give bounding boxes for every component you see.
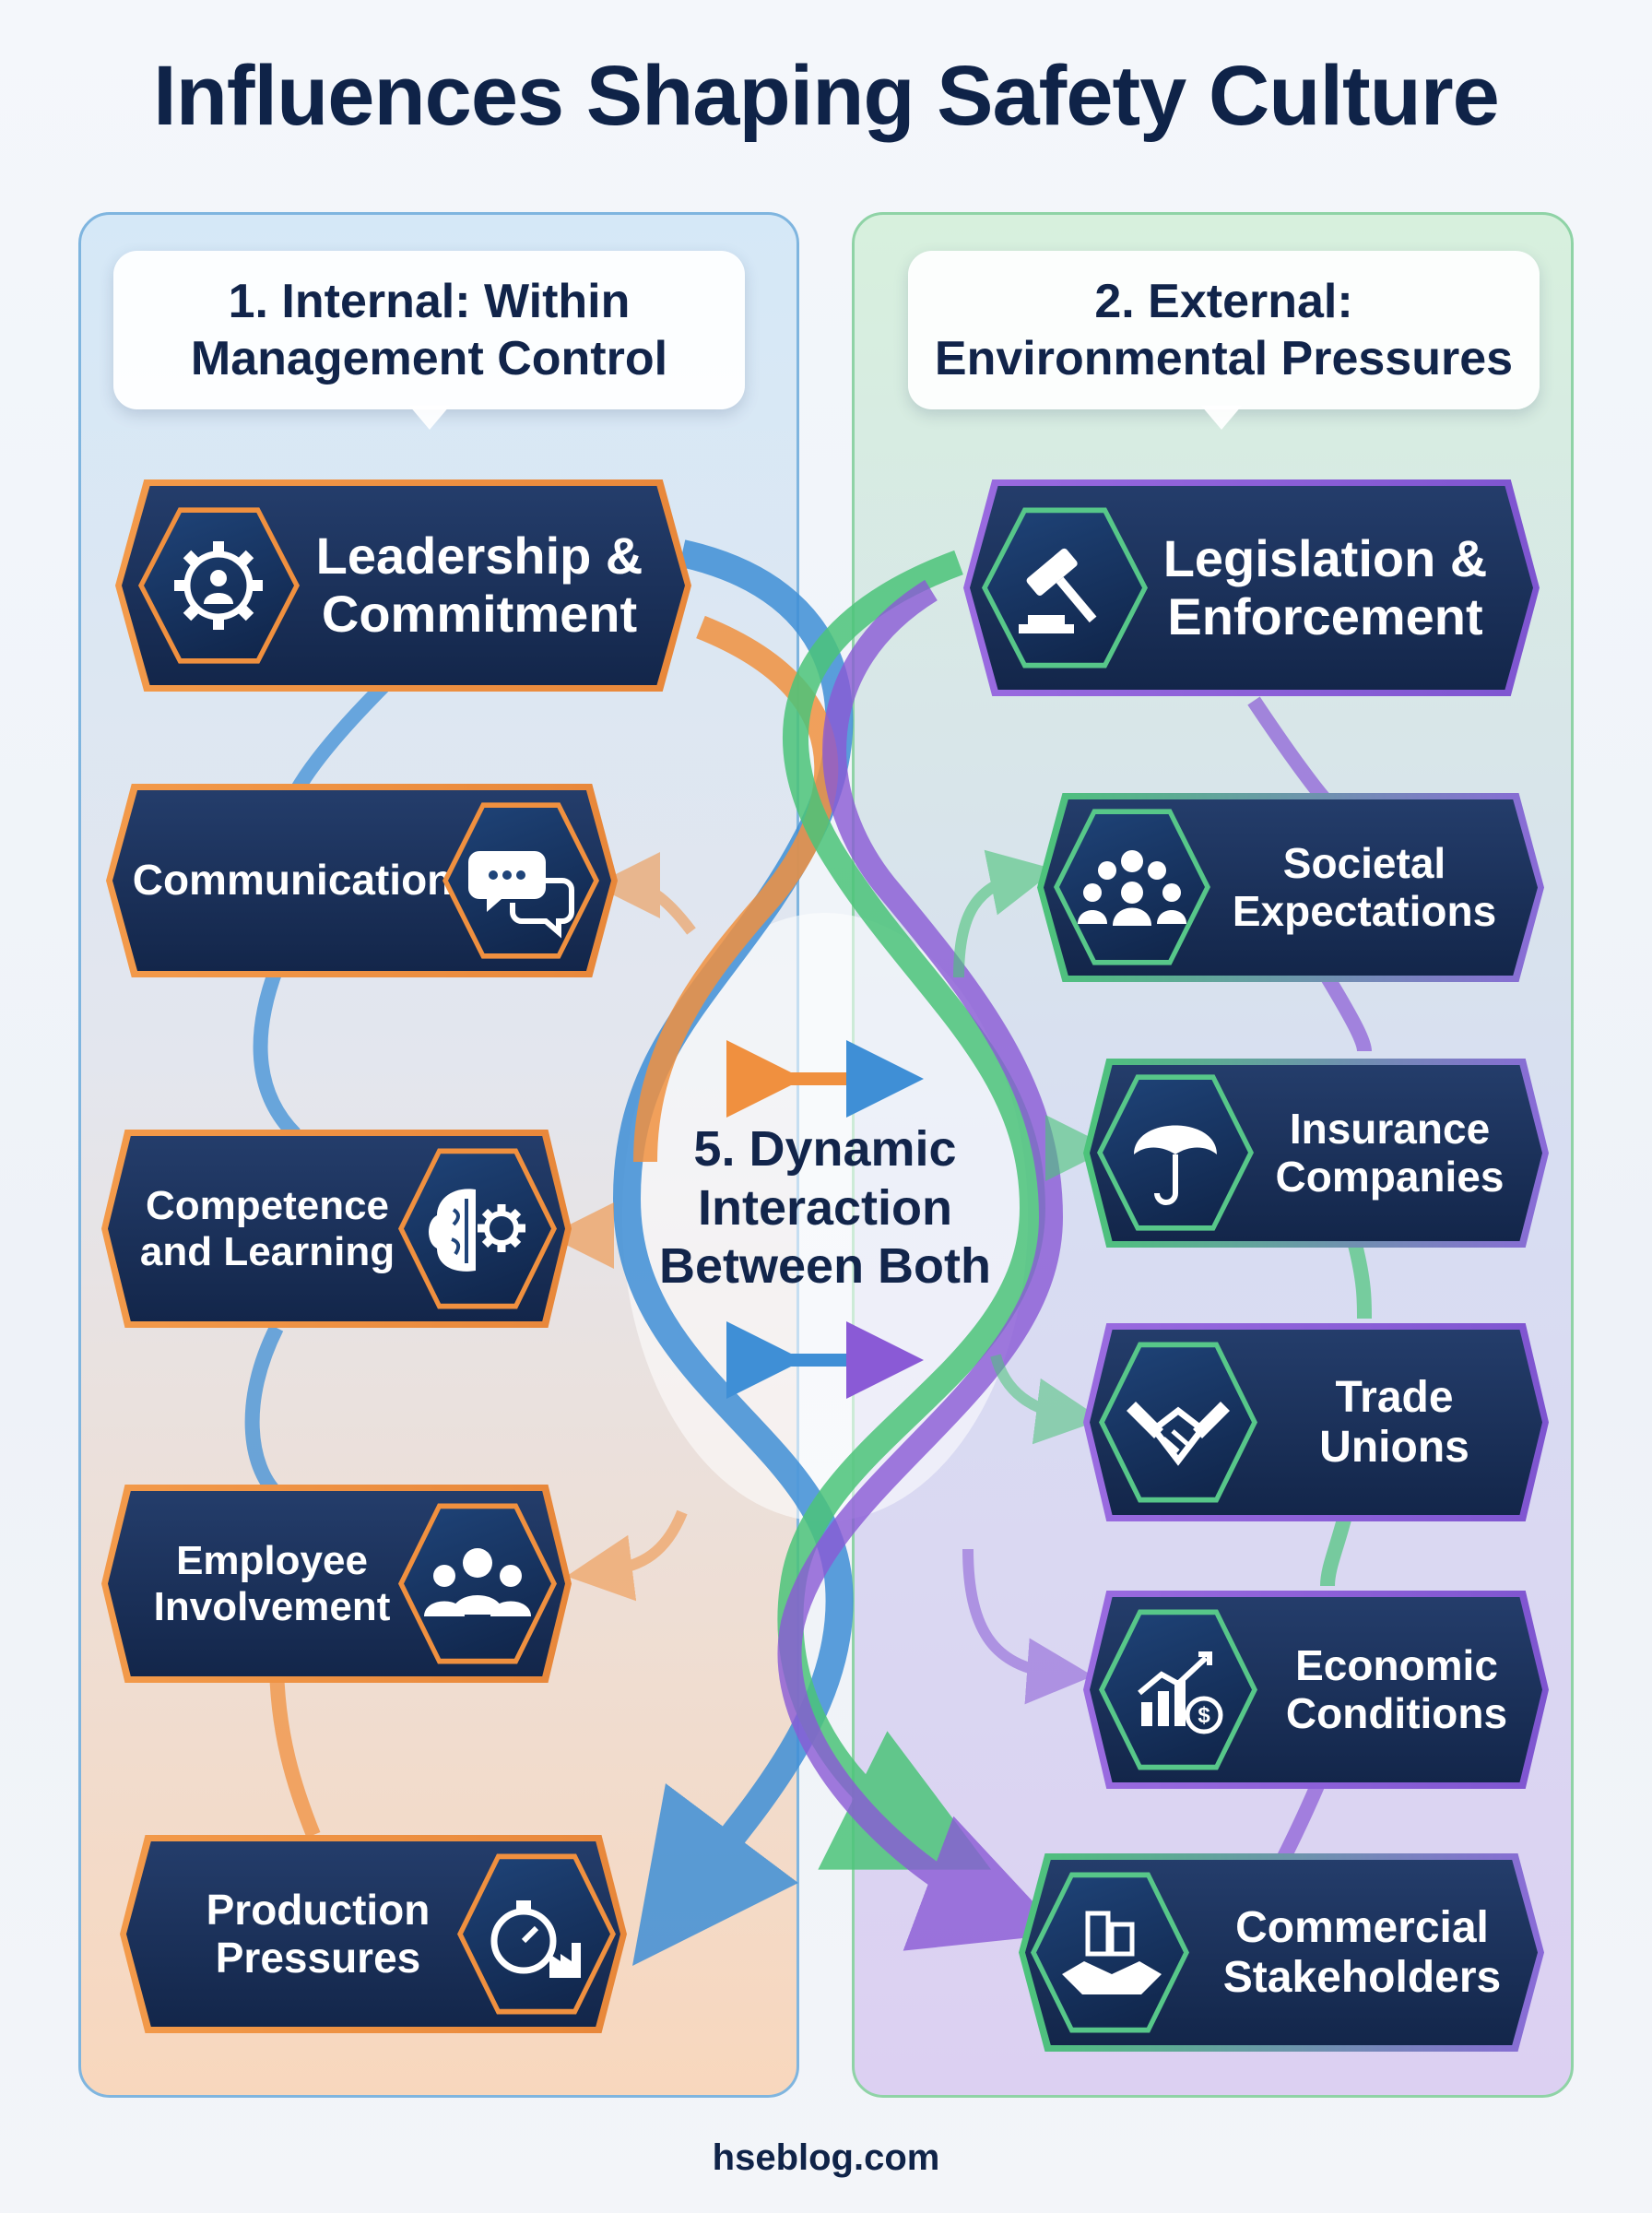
card-leadership-label: Leadership & Commitment: [295, 479, 664, 692]
arrow-to-communication: [594, 852, 696, 935]
right-cycle-arc-3: [1348, 1243, 1372, 1320]
card-employee-line-1: Employee: [176, 1538, 368, 1584]
card-production-line-2: Pressures: [215, 1933, 421, 1982]
card-production-label: Production Pressures: [161, 1835, 475, 2033]
center-glow: [622, 913, 1028, 1521]
internal-heading-line-1: 1. Internal: Within: [228, 274, 631, 328]
card-employee-line-2: Involvement: [153, 1583, 391, 1629]
card-leadership-line-1: Leadership &: [315, 527, 643, 586]
card-unions-label: Trade Unions: [1268, 1323, 1521, 1521]
card-legislation-line-2: Enforcement: [1167, 586, 1483, 645]
external-heading-line-1: 2. External:: [1094, 274, 1353, 328]
crowd-icon: [1054, 809, 1210, 965]
brain-gear-icon: [398, 1148, 557, 1309]
left-cycle-arc-4: [269, 1659, 321, 1838]
internal-heading-pointer: [409, 406, 450, 430]
card-legislation-label: Legislation & Enforcement: [1143, 479, 1507, 696]
card-economic-line-2: Conditions: [1285, 1688, 1508, 1737]
card-employee-label: Employee Involvement: [124, 1485, 419, 1683]
stopwatch-factory-icon: [457, 1853, 616, 2015]
arrow-to-employee: [566, 1509, 688, 1602]
card-insurance-line-2: Companies: [1275, 1152, 1504, 1201]
card-competence-line-1: Competence: [145, 1183, 390, 1229]
external-heading: 2. External: Environmental Pressures: [908, 251, 1540, 409]
card-commercial-line-2: Stakeholders: [1222, 1952, 1502, 2002]
center-label-line-2: Interaction: [697, 1179, 953, 1236]
card-competence-label: Competence and Learning: [124, 1130, 410, 1328]
card-societal-line-1: Societal: [1282, 838, 1446, 887]
helix-strand-purple: [777, 579, 1064, 1951]
umbrella-icon: [1097, 1074, 1254, 1231]
internal-heading-line-2: Management Control: [190, 332, 668, 385]
arrow-to-societal: [953, 849, 1056, 978]
left-cycle-arc-3: [244, 1324, 284, 1499]
arrow-to-economic: [962, 1548, 1093, 1705]
card-economic-line-1: Economic: [1295, 1640, 1498, 1689]
joined-hands-icon: [1099, 1342, 1257, 1503]
left-cycle-arc-2: [253, 965, 301, 1140]
arrow-to-unions: [990, 1354, 1103, 1445]
buildings-handshake-icon: [1031, 1872, 1189, 2033]
card-unions-line-2: Unions: [1319, 1422, 1469, 1472]
card-leadership-line-2: Commitment: [321, 585, 638, 643]
card-communication-line-1: Communication: [132, 856, 454, 905]
card-commercial-line-1: Commercial: [1235, 1902, 1489, 1952]
right-cycle-arc-1: [1247, 696, 1333, 808]
card-unions-line-1: Trade: [1335, 1372, 1454, 1422]
internal-heading: 1. Internal: Within Management Control: [113, 251, 745, 409]
card-legislation-line-1: Legislation &: [1162, 528, 1488, 587]
right-cycle-arc-4: [1320, 1510, 1353, 1587]
card-production-line-1: Production: [206, 1885, 431, 1934]
center-label-line-1: 5. Dynamic: [693, 1121, 957, 1177]
card-economic-label: Economic Conditions: [1268, 1591, 1526, 1789]
page-title: Influences Shaping Safety Culture: [153, 49, 1500, 143]
source-footer: hseblog.com: [712, 2137, 940, 2178]
card-commercial-label: Commercial Stakeholders: [1208, 1853, 1516, 2052]
external-heading-line-2: Environmental Pressures: [934, 332, 1514, 385]
card-insurance-label: Insurance Companies: [1258, 1059, 1521, 1248]
card-competence-line-2: and Learning: [139, 1228, 395, 1274]
external-heading-pointer: [1201, 406, 1242, 430]
card-societal-line-2: Expectations: [1232, 886, 1497, 935]
card-insurance-line-1: Insurance: [1289, 1104, 1491, 1153]
center-label-line-3: Between Both: [658, 1238, 992, 1295]
card-communication-label: Communication: [129, 784, 456, 977]
svg-text:$: $: [1198, 1703, 1210, 1728]
center-label: 5. Dynamic Interaction Between Both: [636, 1120, 1014, 1296]
right-cycle-arc-2: [1321, 973, 1372, 1052]
card-societal-label: Societal Expectations: [1212, 793, 1516, 982]
